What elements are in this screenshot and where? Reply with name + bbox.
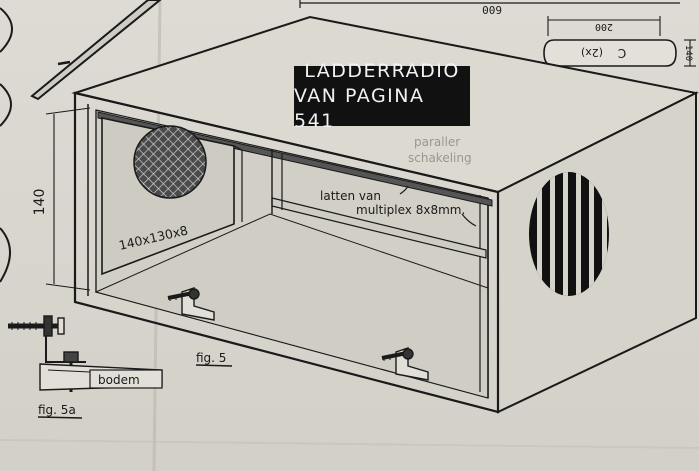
top-dimension (299, 0, 680, 8)
part-c-letter: C (618, 46, 626, 60)
laths-label-line2: multiplex 8x8mm. (356, 203, 465, 217)
partial-text-1: paraller (414, 135, 460, 149)
speaker-mesh (133, 125, 207, 199)
title-block: LADDERRADIO VAN PAGINA 541 (294, 60, 470, 132)
side-speaker-grill (529, 172, 609, 296)
cabinet-height-label: 140 (32, 189, 48, 216)
bottom-label: bodem (98, 373, 140, 387)
part-c-height-label: 140 (683, 45, 693, 61)
top-lath (97, 111, 493, 207)
neighbour-shapes (0, 0, 162, 283)
figure-main-caption: fig. 5 (196, 351, 226, 365)
laths-leader (399, 185, 409, 195)
cabinet-front-frame (73, 91, 500, 414)
top-width-label: 600 (482, 3, 502, 16)
title-line-1: LADDERRADIO (304, 59, 460, 82)
partial-text-2: schakeling (408, 151, 472, 165)
bracket-left (167, 287, 215, 321)
title-line-2: VAN PAGINA 541 (294, 84, 425, 132)
laths-label-line1: latten van (320, 189, 381, 203)
height-dimension (45, 107, 91, 291)
part-c-bar (543, 39, 677, 67)
part-c-dimension (547, 16, 696, 67)
bracket-right (381, 347, 429, 381)
part-c-quantity: (2x) (581, 46, 603, 59)
figure-detail-caption: fig. 5a (38, 403, 76, 417)
part-c-length-label: 200 (595, 21, 613, 32)
bottom-label-box (89, 369, 163, 389)
